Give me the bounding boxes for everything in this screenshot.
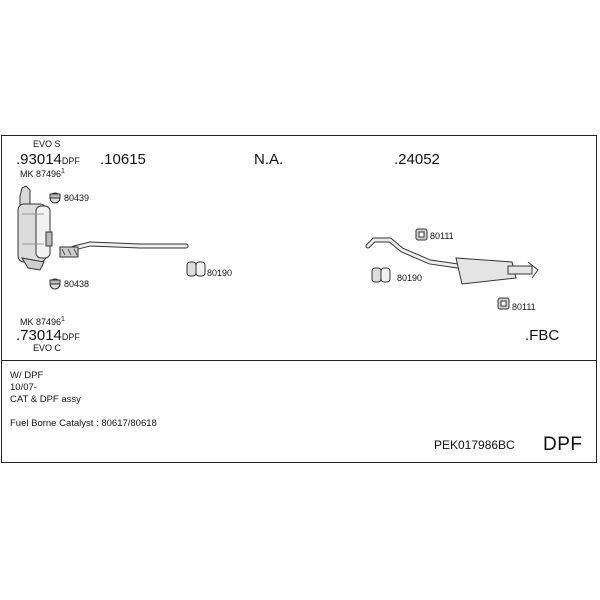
system-type-label: DPF — [543, 434, 583, 455]
note-line-3: CAT & DPF assy — [10, 394, 81, 405]
mount-80111-bottom-shape — [497, 297, 510, 310]
variant-evo-s: EVO S — [33, 139, 61, 149]
part-number: PEK017986BC — [434, 438, 515, 452]
note-line-1: W/ DPF — [10, 370, 44, 381]
clamp-80190-left-shape — [186, 261, 206, 277]
mk-label-top: MK 874961 — [20, 168, 65, 179]
middle-pipe-shape — [59, 241, 189, 258]
mount-label-80111-top: 80111 — [430, 231, 454, 241]
clamp-80438-shape — [49, 278, 61, 290]
mk-label-bottom-sup: 1 — [61, 316, 65, 323]
na-label: N.A. — [254, 151, 284, 168]
rear-silencer-shape — [365, 237, 539, 285]
mk-label-bottom-text: MK 87496 — [20, 317, 62, 327]
clamp-label-80190-right: 80190 — [397, 273, 423, 283]
part-code-24052: .24052 — [394, 151, 440, 168]
clamp-80190-right-shape — [371, 267, 391, 283]
part-code-73014-value: .73014 — [16, 327, 62, 344]
mk-label-bottom: MK 874961 — [20, 316, 65, 327]
part-code-10615: .10615 — [100, 151, 146, 168]
clamp-80439-shape — [49, 192, 61, 204]
clamp-label-80190-left: 80190 — [207, 268, 233, 278]
clamp-label-80439: 80439 — [64, 193, 90, 203]
mount-label-80111-bottom: 80111 — [512, 302, 536, 312]
diagram-frame — [1, 135, 597, 463]
part-code-73014: .73014DPF — [16, 328, 80, 343]
note-line-4: Fuel Borne Catalyst : 80617/80618 — [10, 418, 157, 429]
part-code-93014-suffix: DPF — [61, 156, 80, 166]
variant-evo-c: EVO C — [33, 343, 62, 353]
part-code-93014: .93014DPF — [16, 152, 80, 167]
clamp-label-80438: 80438 — [64, 279, 90, 289]
mk-label-top-text: MK 87496 — [20, 169, 62, 179]
section-divider — [1, 360, 597, 361]
fbc-label: .FBC — [525, 327, 560, 344]
part-code-93014-value: .93014 — [16, 151, 62, 168]
part-code-73014-suffix: DPF — [61, 332, 80, 342]
dpf-catalyst-unit — [17, 185, 53, 271]
mk-label-top-sup: 1 — [61, 168, 65, 175]
note-line-2: 10/07- — [10, 382, 37, 393]
mount-80111-top-shape — [415, 228, 428, 241]
